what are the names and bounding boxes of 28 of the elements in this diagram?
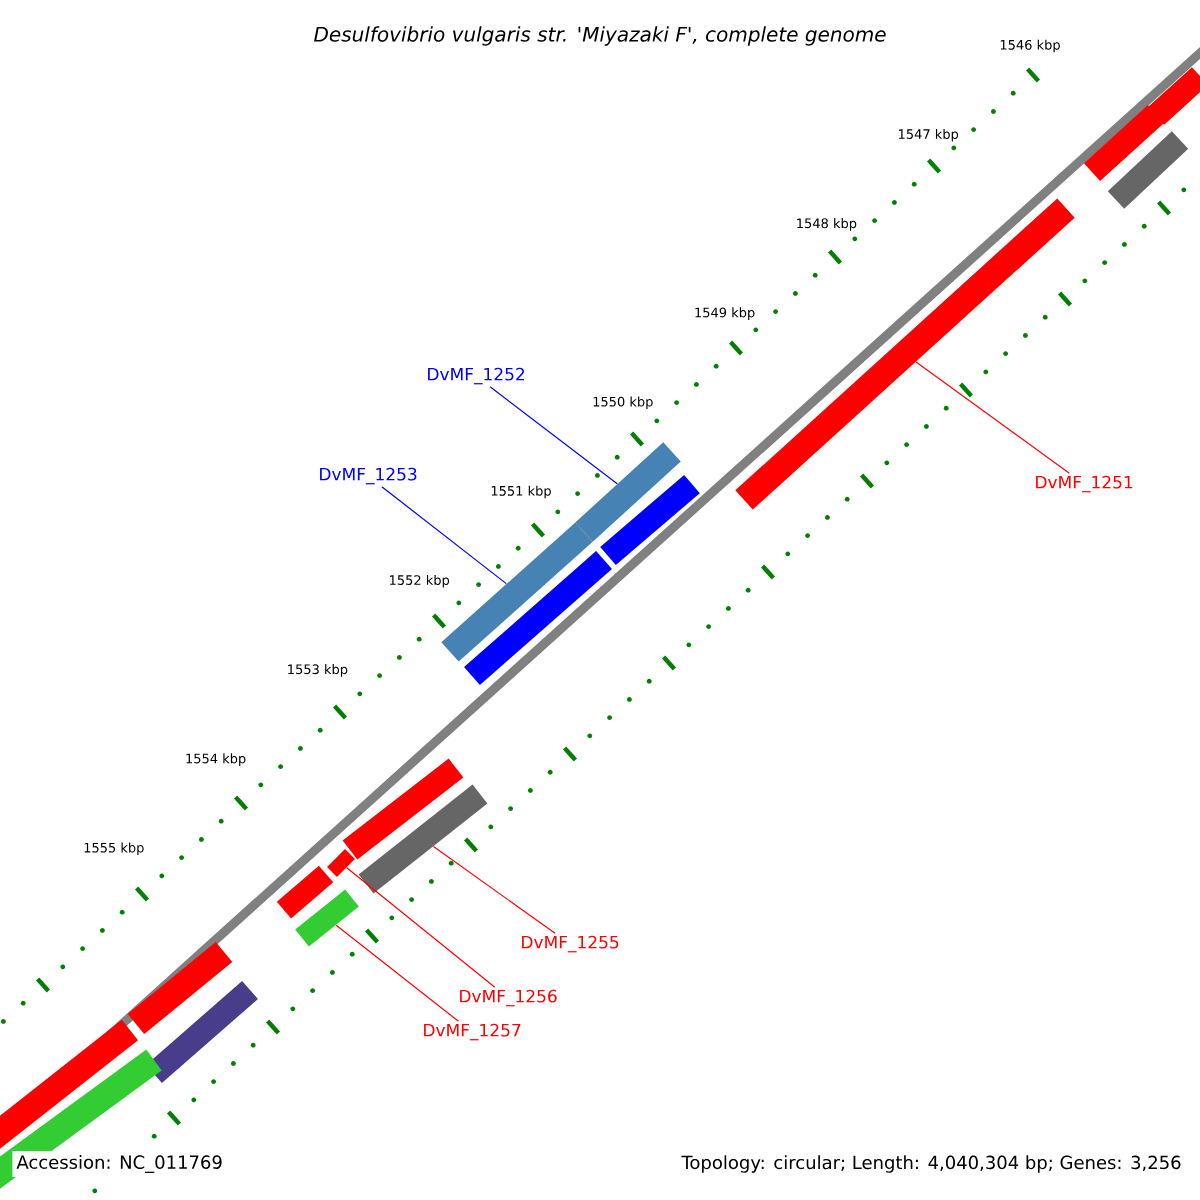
gene-label: DvMF_1256 bbox=[460, 989, 557, 1007]
accession-label: Accession: NC_011769 bbox=[12, 1151, 227, 1177]
gene-bar bbox=[295, 889, 359, 947]
gene-bar bbox=[464, 551, 612, 686]
leader-line bbox=[346, 867, 496, 988]
leader-line bbox=[335, 924, 460, 1022]
gene-label: DvMF_1253 bbox=[320, 467, 417, 485]
gene-bar bbox=[600, 474, 700, 566]
gene-label: DvMF_1251 bbox=[1036, 475, 1133, 493]
gene-bar bbox=[0, 1019, 138, 1151]
genome-info: Topology: circular; Length: 4,040,304 bp; Genes: 3,256 bbox=[681, 1155, 1181, 1173]
gene-bar bbox=[1083, 105, 1165, 181]
gene-label: DvMF_1252 bbox=[428, 367, 525, 385]
leader-line bbox=[915, 361, 1070, 474]
leader-line bbox=[432, 845, 556, 934]
leader-line bbox=[381, 486, 507, 585]
gene-label: DvMF_1257 bbox=[424, 1023, 521, 1041]
gene-label: DvMF_1255 bbox=[522, 935, 619, 953]
gene-bar bbox=[342, 758, 464, 860]
leader-line bbox=[489, 386, 618, 485]
gene-bar bbox=[276, 865, 334, 919]
gene-bar bbox=[327, 849, 355, 877]
gene-bar bbox=[127, 941, 233, 1035]
gene-bar bbox=[1107, 131, 1189, 209]
gene-bar bbox=[575, 442, 681, 542]
title: Desulfovibrio vulgaris str. 'Miyazaki F', complete genome bbox=[314, 26, 886, 46]
gene-bar bbox=[1147, 67, 1200, 125]
gene-bar bbox=[358, 784, 488, 894]
